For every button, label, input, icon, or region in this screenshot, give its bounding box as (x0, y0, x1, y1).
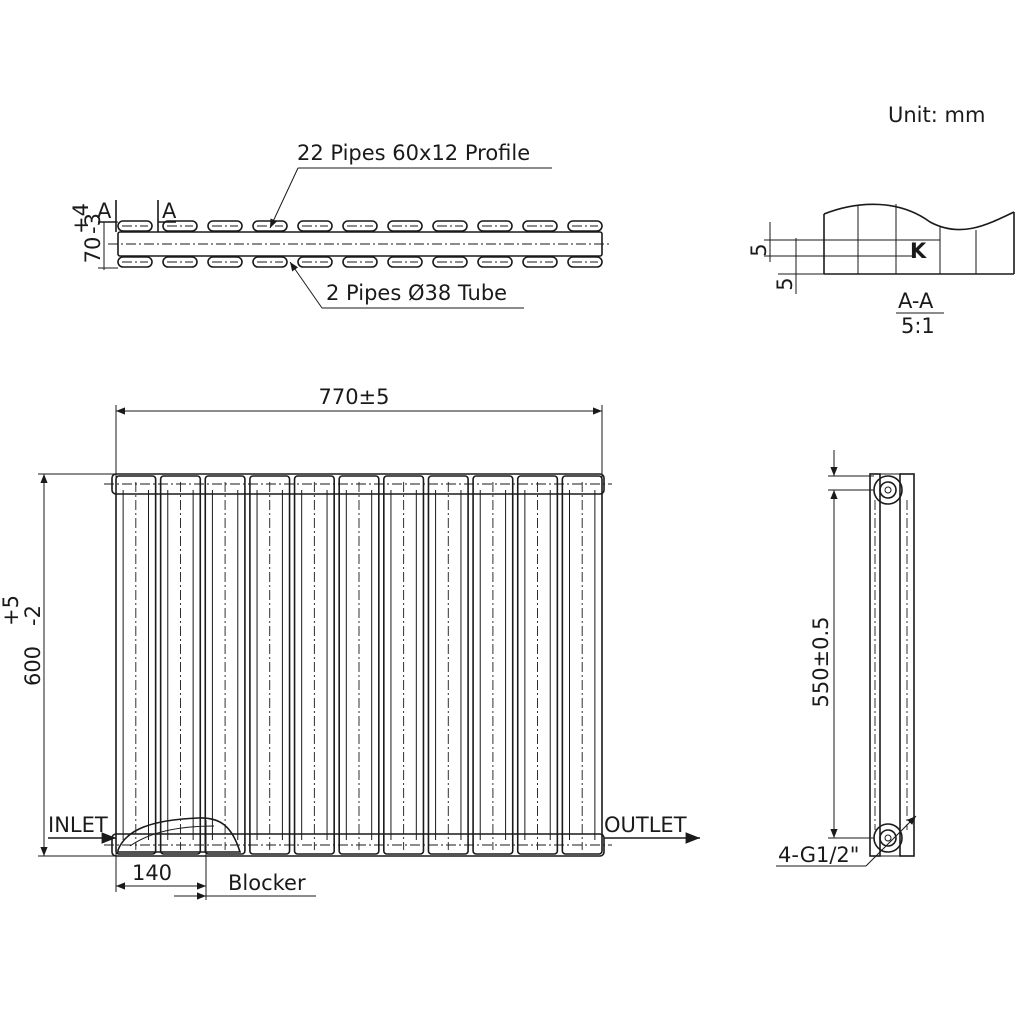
height-main: 600 (21, 646, 45, 686)
side-tube (869, 473, 881, 857)
blocker-label: Blocker (228, 871, 306, 895)
top-profile (432, 220, 468, 232)
dim5-text-a: 5 (747, 243, 771, 256)
front-column (338, 475, 380, 855)
tube-label: 2 Pipes Ø38 Tube (326, 281, 507, 305)
height-tol-down: -2 (21, 605, 45, 626)
top-profile (477, 256, 513, 268)
profile-label: 22 Pipes 60x12 Profile (297, 141, 530, 165)
section-k-label: K (910, 239, 927, 263)
top-profile (522, 256, 558, 268)
blocker-contour (129, 825, 215, 847)
top-profile (432, 256, 468, 268)
top-profile (387, 256, 423, 268)
front-column (561, 475, 603, 855)
top-profile (342, 256, 378, 268)
side-bottom-connector (873, 823, 903, 853)
dim5-text-b: 5 (773, 277, 797, 290)
width-label: 770±5 (318, 385, 389, 409)
dim5-text-b-group: 5 (773, 277, 797, 290)
front-column (427, 475, 469, 855)
dim140-label: 140 (132, 861, 172, 885)
front-column (472, 475, 514, 855)
front-column (159, 475, 202, 855)
top-profile (207, 220, 243, 232)
thread-label: 4-G1/2" (778, 843, 859, 867)
top-profile (567, 220, 603, 232)
tube-leader-diagonal (289, 261, 323, 309)
section-a-label-right: A (162, 199, 177, 223)
front-column (383, 475, 425, 855)
section-scale: 5:1 (901, 314, 935, 338)
top-profile (477, 220, 513, 232)
top-profile (117, 220, 153, 232)
height-label-group: 600 +5 -2 (0, 595, 45, 686)
profile-leader-diagonal (269, 167, 299, 229)
depth-tol-up: +4 (69, 203, 93, 234)
top-view-profiles (117, 220, 603, 268)
inlet-label: INLET (48, 813, 108, 837)
section-a-label-left: A (97, 199, 112, 223)
dim5-text-a-group: 5 (747, 243, 771, 256)
depth-dimension-text: 70 +4 -3 (69, 203, 105, 263)
top-profile (342, 220, 378, 232)
depth-tol-down: -3 (81, 213, 105, 234)
blocker-shape (117, 817, 242, 853)
front-columns (115, 475, 603, 855)
outlet-label: OUTLET (604, 813, 687, 837)
front-column (204, 475, 246, 855)
top-profile (522, 220, 558, 232)
top-view: A A 70 +4 -3 22 Pipes 60x12 Profile 2 Pi… (69, 141, 612, 309)
thread-leader-diagonal (865, 815, 917, 867)
front-column (293, 475, 335, 855)
section-break-top (823, 203, 1015, 231)
side-top-connector (873, 475, 903, 505)
height-tol-up: +5 (0, 595, 23, 626)
front-column (516, 475, 559, 855)
top-profile (162, 220, 198, 232)
top-profile (207, 256, 243, 268)
side-view: 550±0.5 4-G1/2" (776, 450, 917, 867)
centers-label-group: 550±0.5 (809, 616, 833, 707)
unit-label: Unit: mm (888, 103, 985, 127)
top-profile (297, 220, 333, 232)
top-profile (162, 256, 198, 268)
top-profile (252, 256, 288, 268)
front-column (115, 475, 157, 855)
depth-main: 70 (81, 237, 105, 264)
top-profile (117, 256, 153, 268)
front-view: 770±5 600 +5 -2 INLET OUTLET 140 (0, 385, 700, 900)
centers-label: 550±0.5 (809, 616, 833, 707)
side-panel (899, 473, 915, 857)
front-column (249, 475, 291, 855)
section-name: A-A (898, 289, 934, 313)
section-a-a-detail: K 5 5 A-A 5:1 (747, 203, 1015, 338)
top-profile (387, 220, 423, 232)
top-profile (567, 256, 603, 268)
